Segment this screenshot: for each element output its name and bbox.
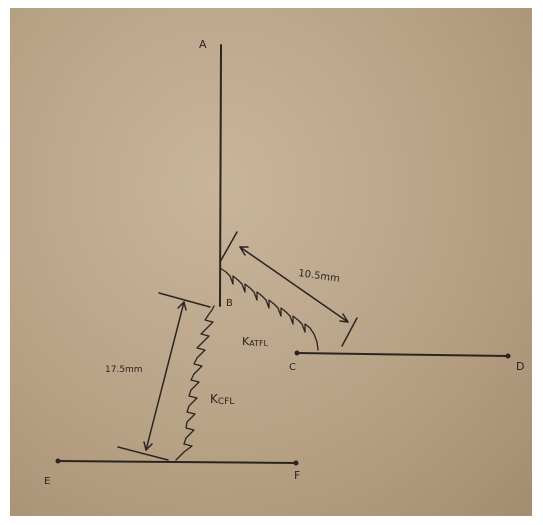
spring-cfl — [175, 305, 215, 461]
label-point-e: E — [44, 476, 50, 487]
line-cd — [296, 352, 509, 357]
dim-atfl-line — [239, 246, 349, 323]
dim-atfl-tick-2 — [341, 317, 358, 347]
label-spring-atfl-sub: ATFL — [249, 339, 268, 348]
label-spring-cfl-sub: CFL — [218, 397, 234, 407]
label-point-c: C — [289, 362, 296, 373]
dim-atfl-arrow-1 — [239, 246, 249, 256]
label-dim-atfl: 10.5mm — [298, 268, 341, 285]
dim-atfl-tick-1 — [219, 231, 238, 263]
label-point-f: F — [294, 469, 300, 482]
label-spring-atfl: KATFL — [242, 335, 269, 348]
paper-background — [10, 8, 532, 516]
label-spring-cfl-main: K — [210, 392, 219, 406]
point-c-dot — [294, 350, 300, 356]
spring-atfl — [219, 267, 319, 351]
dim-cfl-arrow-2 — [143, 441, 153, 451]
point-f-dot — [293, 460, 299, 466]
dim-cfl-tick-2 — [117, 446, 169, 461]
label-spring-cfl: KCFL — [210, 392, 234, 407]
label-point-d: D — [516, 360, 524, 373]
label-spring-atfl-main: K — [242, 335, 250, 348]
dim-cfl-arrow-1 — [177, 301, 187, 311]
dim-cfl-tick-1 — [158, 292, 211, 308]
dim-cfl-line — [145, 301, 185, 451]
line-ef — [57, 460, 297, 464]
label-dim-cfl: 17.5mm — [105, 365, 143, 375]
dim-atfl-arrow-2 — [339, 313, 349, 323]
line-ab — [219, 44, 222, 307]
point-d-dot — [505, 353, 511, 359]
point-e-dot — [55, 458, 61, 464]
label-point-b: B — [226, 298, 233, 309]
label-point-a: A — [199, 38, 207, 51]
